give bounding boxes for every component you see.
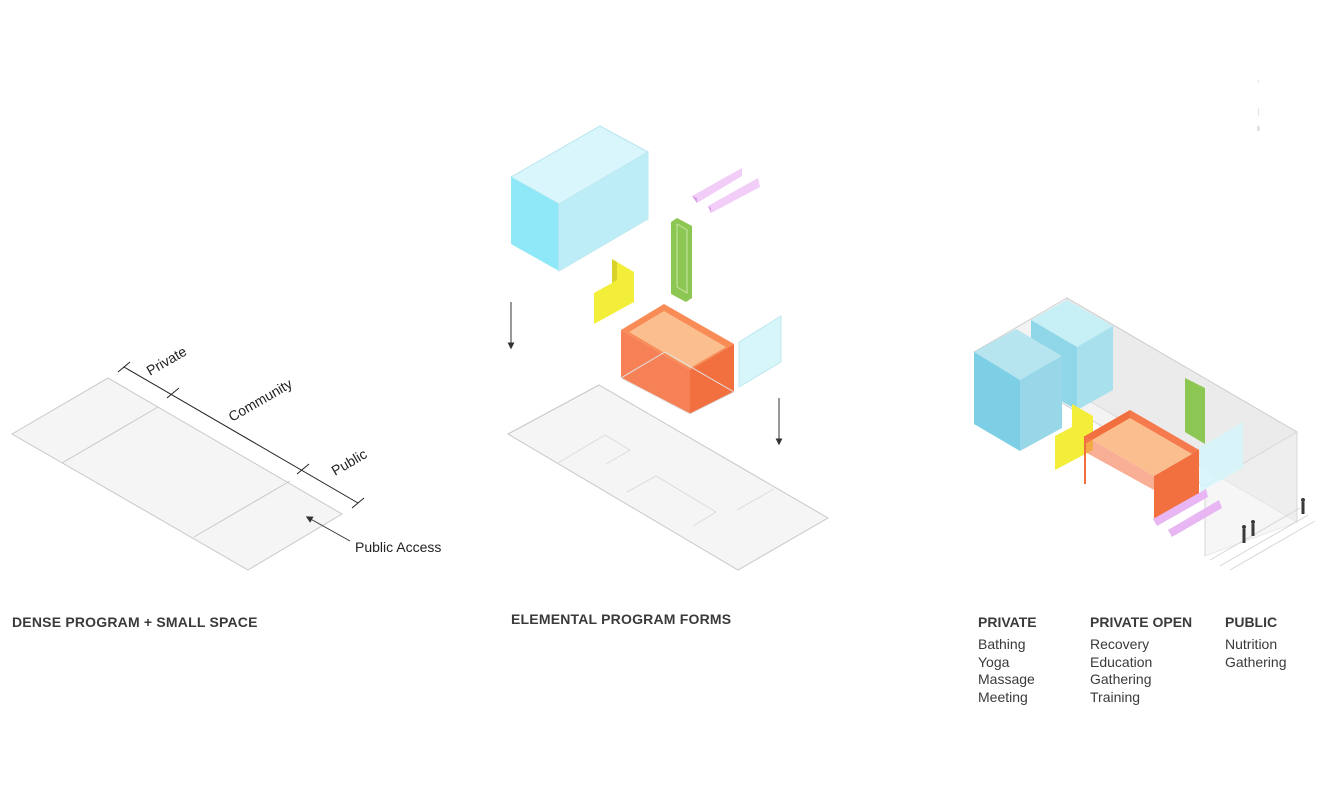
blue-volume <box>509 125 650 272</box>
legend-item: Education <box>1090 653 1153 670</box>
legend-item: Bathing <box>978 636 1026 652</box>
caption-elemental-program-forms: ELEMENTAL PROGRAM FORMS <box>511 611 732 627</box>
legend-item: Gathering <box>1225 653 1287 670</box>
label-public-access: Public Access <box>355 539 441 555</box>
legend-public: PUBLIC Nutrition Gathering <box>1225 614 1286 671</box>
legend-item: Meeting <box>978 688 1028 705</box>
diagram-3-assembly <box>973 297 1316 571</box>
legend-public-heading: PUBLIC <box>1225 614 1278 630</box>
legend-item: Yoga <box>978 653 1010 670</box>
pedestrian-figures <box>1242 498 1305 543</box>
yellow-panel <box>594 259 634 324</box>
legend-private-open-heading: PRIVATE OPEN <box>1090 614 1193 630</box>
legend-item: Training <box>1090 688 1141 705</box>
public-access-arrow <box>305 516 351 542</box>
diagram-1-zone-axis <box>117 361 365 509</box>
faint-marks <box>1257 80 1260 131</box>
legend-item: Recovery <box>1090 636 1150 652</box>
label-community: Community <box>226 375 295 424</box>
diagram-1-floor-plate <box>11 377 343 571</box>
legend-private-heading: PRIVATE <box>978 614 1037 630</box>
legend-item: Gathering <box>1090 671 1152 687</box>
legend-private-open: PRIVATE OPEN Recovery Education Gatherin… <box>1090 614 1192 706</box>
caption-dense-program: DENSE PROGRAM + SMALL SPACE <box>12 614 258 630</box>
label-private: Private <box>144 343 190 379</box>
legend-item: Nutrition <box>1225 636 1278 652</box>
label-public: Public <box>329 446 370 479</box>
orange-box <box>619 304 736 415</box>
diagram-2-floor-plan <box>506 384 829 571</box>
glass-panel <box>738 315 782 388</box>
legend-private: PRIVATE Bathing Yoga Massage Meeting <box>978 614 1037 706</box>
legend-item: Massage <box>978 671 1035 687</box>
purple-benches <box>692 168 760 213</box>
green-panel <box>671 218 692 302</box>
